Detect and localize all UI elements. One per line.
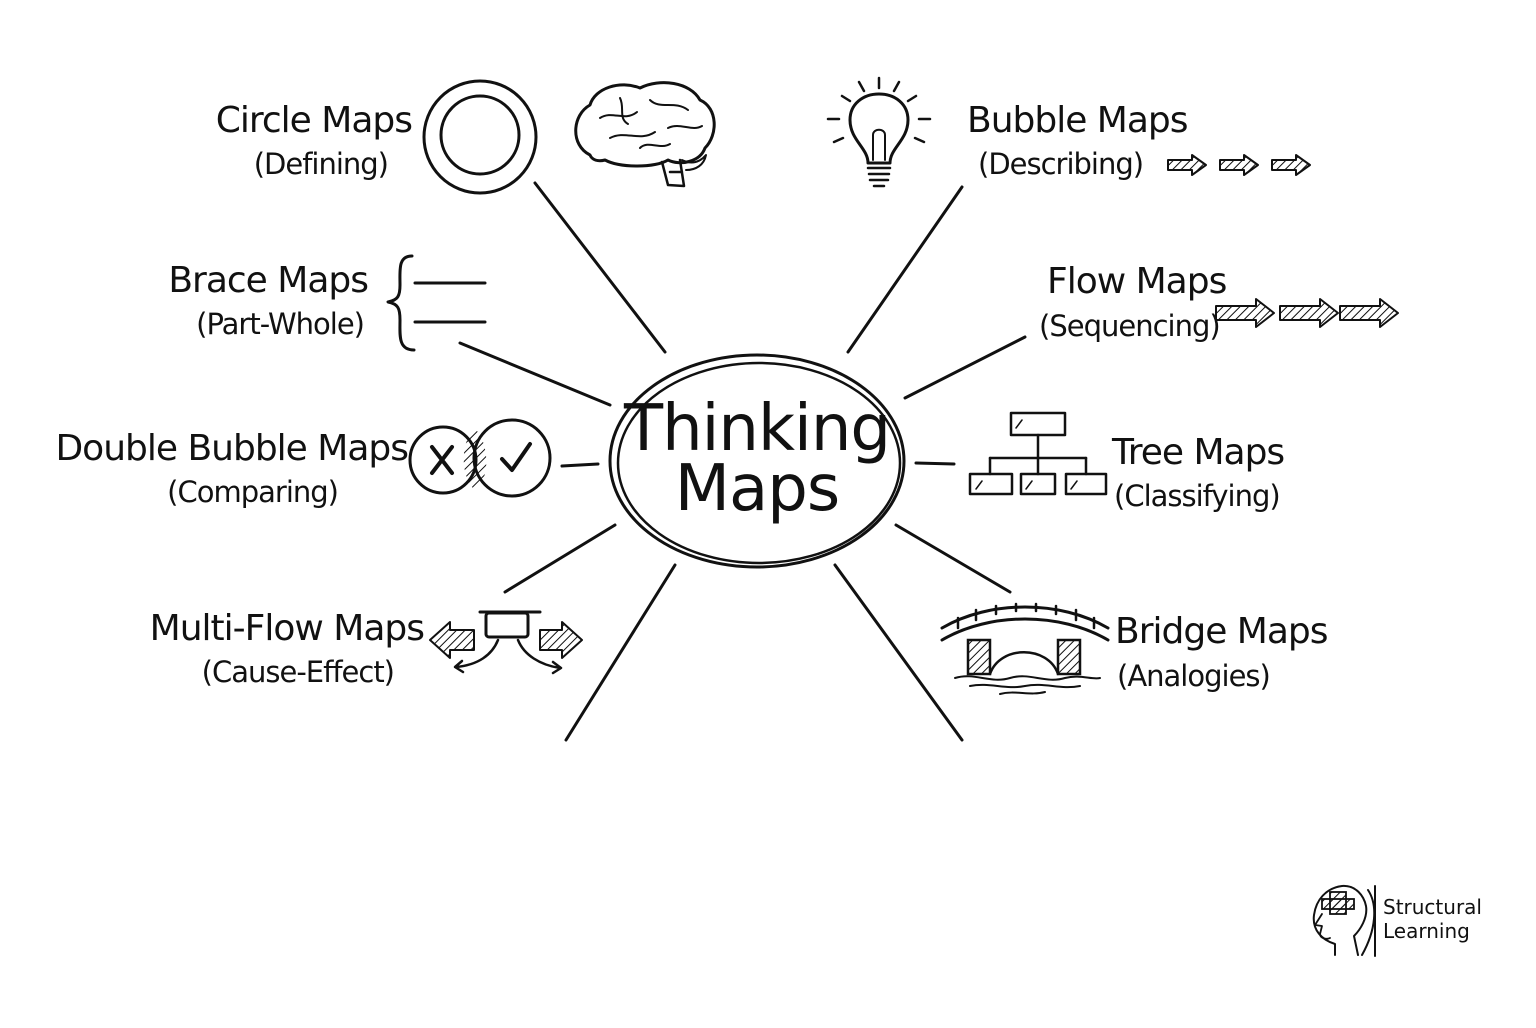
lightbulb-icon: [826, 76, 932, 188]
bridge-maps-title: Bridge Maps: [1115, 611, 1328, 652]
spoke-bridge: [894, 523, 1012, 594]
flow-maps-node: Flow Maps (Sequencing): [1039, 261, 1399, 343]
flow-maps-title: Flow Maps: [1047, 261, 1226, 302]
brace-maps-title: Brace Maps: [168, 260, 368, 301]
bubble-maps-title: Bubble Maps: [967, 100, 1188, 141]
spoke-brace: [458, 341, 612, 407]
describing-arrows-icon: [1167, 154, 1311, 176]
spokes: [458, 181, 1027, 742]
spoke-bottom-left: [564, 563, 677, 742]
spoke-flow: [903, 335, 1027, 400]
structural-learning-logo: Structural Learning: [1312, 884, 1482, 957]
bridge-maps-subtitle: (Analogies): [1117, 659, 1270, 693]
brace-icon: [386, 254, 487, 352]
bridge-maps-node: Bridge Maps (Analogies): [940, 602, 1329, 695]
bubble-maps-node: Bubble Maps (Describing): [826, 76, 1311, 188]
multi-flow-maps-title: Multi-Flow Maps: [150, 608, 424, 649]
spoke-bottom-right: [833, 563, 964, 742]
bubble-maps-subtitle: (Describing): [978, 147, 1143, 181]
double-bubble-maps-subtitle: (Comparing): [167, 475, 338, 509]
center-title-line2: Maps: [675, 452, 839, 526]
multi-flow-maps-node: Multi-Flow Maps (Cause-Effect): [150, 608, 583, 689]
double-circle-icon: [422, 79, 538, 195]
tree-maps-title: Tree Maps: [1111, 432, 1284, 473]
brain-icon: [574, 81, 716, 188]
double-bubble-maps-node: Double Bubble Maps (Comparing): [55, 418, 552, 509]
multi-flow-arrows-icon: [429, 610, 583, 675]
brace-maps-node: Brace Maps (Part-Whole): [168, 254, 487, 352]
brand-line1: Structural: [1383, 895, 1482, 919]
flow-maps-subtitle: (Sequencing): [1039, 309, 1220, 343]
circle-maps-subtitle: (Defining): [254, 147, 388, 181]
circle-maps-node: Circle Maps (Defining): [216, 79, 716, 195]
center-title-line1: Thinking: [623, 392, 890, 466]
venn-x-check-icon: [408, 418, 552, 498]
tree-hierarchy-icon: [968, 411, 1108, 496]
bridge-icon: [940, 602, 1110, 695]
spoke-tree: [914, 461, 956, 466]
brand-line2: Learning: [1383, 919, 1470, 943]
sequence-arrows-icon: [1215, 298, 1399, 328]
circle-maps-title: Circle Maps: [216, 100, 412, 141]
tree-maps-node: Tree Maps (Classifying): [968, 411, 1285, 513]
multi-flow-maps-subtitle: (Cause-Effect): [202, 655, 394, 689]
brace-maps-subtitle: (Part-Whole): [196, 307, 364, 341]
spoke-multi-flow: [503, 523, 617, 594]
structural-learning-head-icon: [1312, 884, 1376, 957]
spoke-bubble: [846, 185, 964, 354]
double-bubble-maps-title: Double Bubble Maps: [55, 428, 408, 469]
spoke-double-bubble: [560, 462, 600, 468]
tree-maps-subtitle: (Classifying): [1114, 479, 1280, 513]
spoke-circle: [533, 181, 667, 354]
center-node: Thinking Maps: [608, 353, 906, 569]
